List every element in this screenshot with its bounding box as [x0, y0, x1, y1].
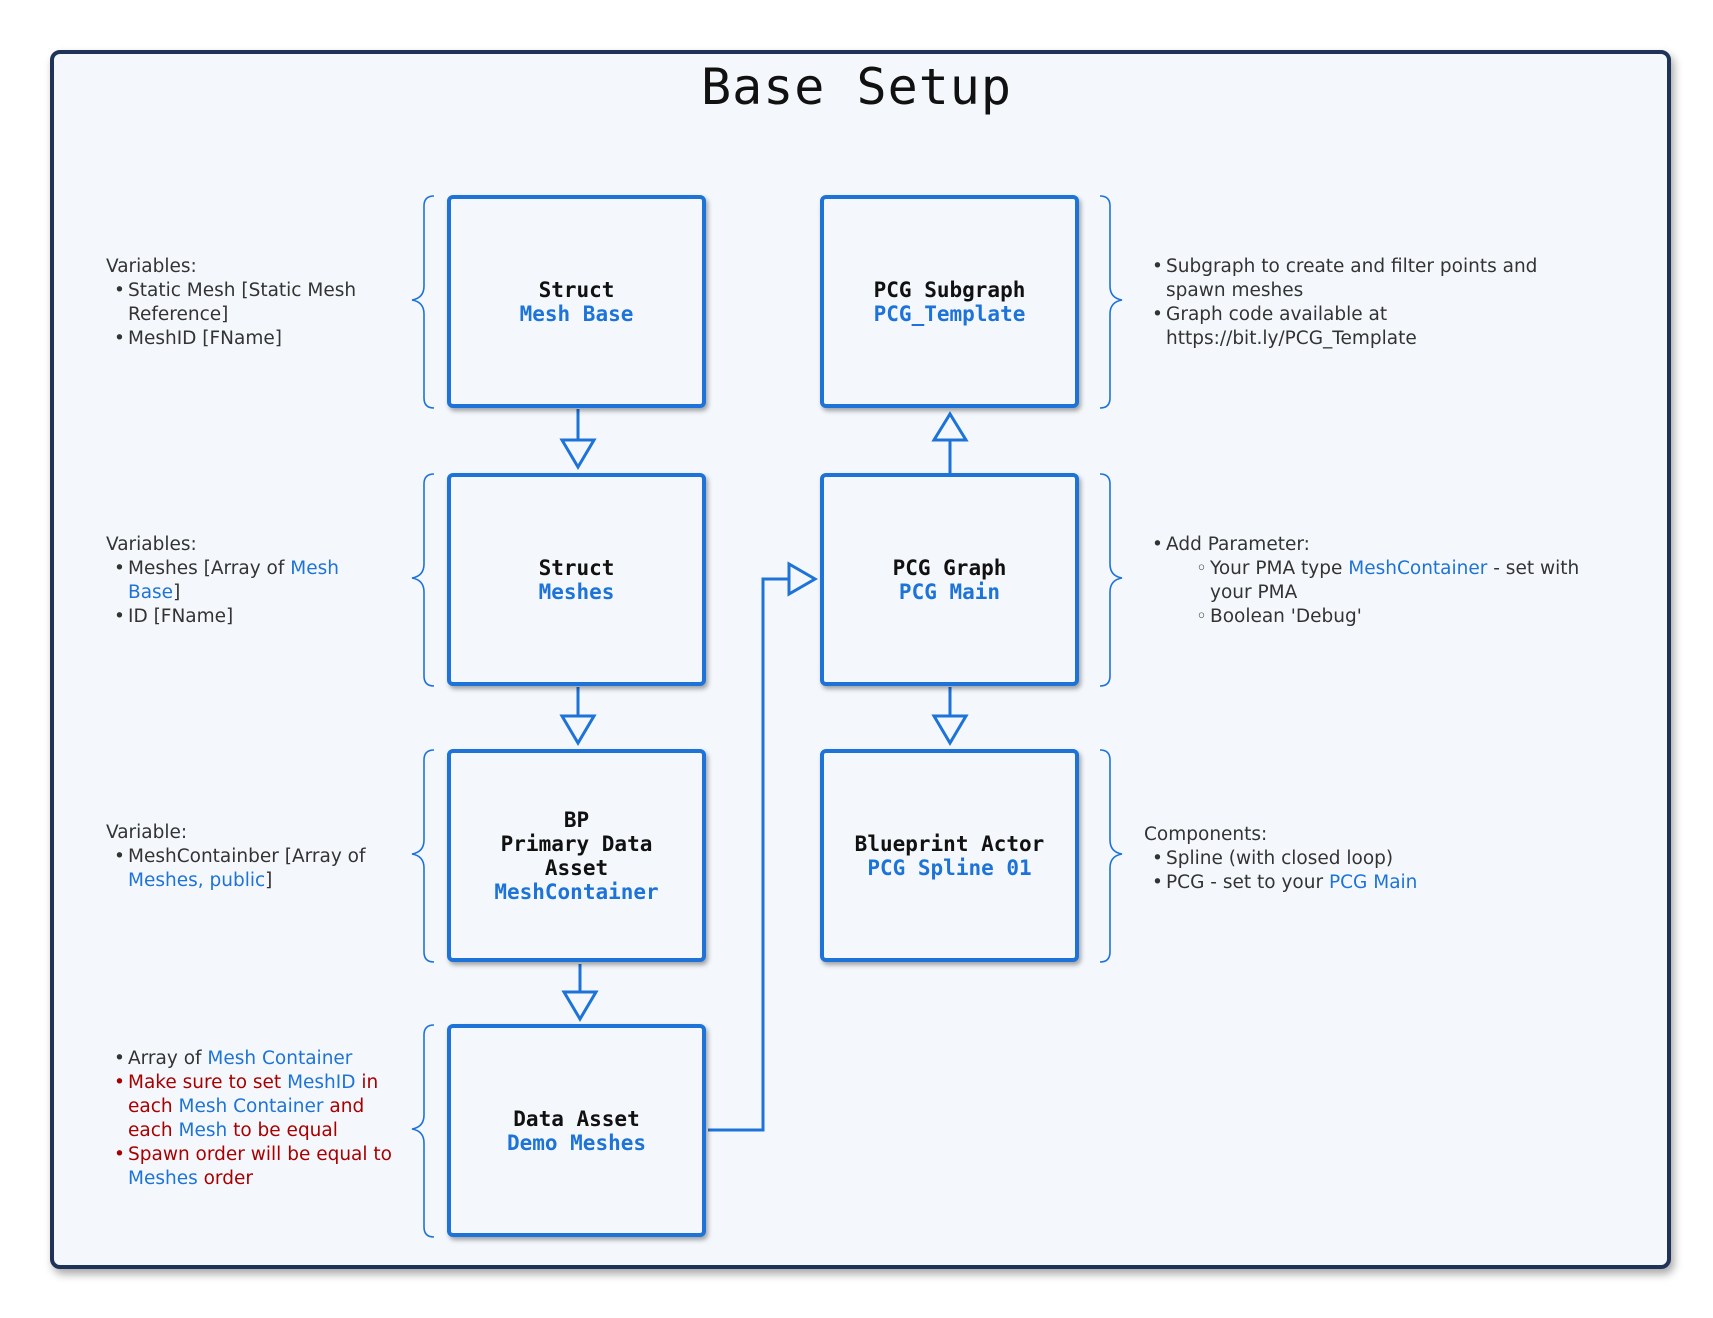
note-meshes: Variables: Meshes [Array of Mesh Base] I…	[106, 533, 396, 629]
note-item: MeshID [FName]	[106, 327, 396, 351]
box-asset-name: PCG_Template	[873, 301, 1026, 326]
note-subitem: Boolean 'Debug'	[1188, 605, 1624, 629]
box-asset-name: PCG Main	[898, 579, 1001, 604]
brace-left-4	[411, 1024, 435, 1238]
box-type-label: Asset	[544, 855, 609, 880]
note-item: Spline (with closed loop)	[1144, 847, 1594, 871]
brace-left-3	[411, 749, 435, 963]
box-pcg-subgraph[interactable]: PCG Subgraph PCG_Template	[820, 195, 1079, 408]
note-pcg-graph: Add Parameter: Your PMA type MeshContain…	[1144, 533, 1624, 629]
note-item: ID [FName]	[106, 605, 396, 629]
box-struct-meshes[interactable]: Struct Meshes	[447, 473, 706, 686]
box-struct-mesh-base[interactable]: Struct Mesh Base	[447, 195, 706, 408]
box-asset-name: Meshes	[538, 579, 615, 604]
box-asset-name: Mesh Base	[519, 301, 634, 326]
note-item: Meshes [Array of Mesh Base]	[106, 557, 396, 605]
arrowhead-down-2	[559, 714, 597, 746]
note-subgraph: Subgraph to create and filter points and…	[1144, 255, 1594, 351]
arrowhead-right	[787, 561, 819, 597]
brace-right-2	[1099, 473, 1123, 687]
note-mesh-container: Variable: MeshContainber [Array of Meshe…	[106, 821, 406, 893]
note-subitem: Your PMA type MeshContainer - set with y…	[1188, 557, 1624, 605]
note-blueprint: Components: Spline (with closed loop) PC…	[1144, 823, 1594, 895]
brace-left-1	[411, 195, 435, 409]
note-item: MeshContainber [Array of Meshes, public]	[106, 845, 406, 893]
box-type-label: Primary Data	[500, 831, 653, 856]
note-data-asset: Array of Mesh Container Make sure to set…	[106, 1047, 396, 1191]
box-asset-name: MeshContainer	[494, 879, 659, 904]
box-type-label: PCG Graph	[892, 555, 1007, 580]
note-heading: Variables:	[106, 534, 197, 555]
note-item: Graph code available at https://bit.ly/P…	[1144, 303, 1594, 351]
box-type-label: BP	[563, 807, 590, 832]
note-heading: Variable:	[106, 822, 188, 843]
box-bp-primary-data-asset[interactable]: BP Primary Data Asset MeshContainer	[447, 749, 706, 962]
brace-left-2	[411, 473, 435, 687]
note-item: PCG - set to your PCG Main	[1144, 871, 1594, 895]
box-asset-name: PCG Spline 01	[867, 855, 1032, 880]
note-heading: Variables:	[106, 256, 197, 277]
note-item: Array of Mesh Container	[106, 1047, 396, 1071]
arrow-data-asset-to-pcg-graph	[708, 577, 789, 1132]
brace-right-1	[1099, 195, 1123, 409]
box-type-label: Struct	[538, 555, 615, 580]
arrowhead-up	[931, 411, 969, 442]
box-blueprint-actor[interactable]: Blueprint Actor PCG Spline 01	[820, 749, 1079, 962]
note-item: Add Parameter: Your PMA type MeshContain…	[1144, 533, 1624, 629]
arrowhead-down-4	[931, 714, 969, 746]
page-title: Base Setup	[700, 58, 1013, 116]
note-item: Static Mesh [Static Mesh Reference]	[106, 279, 396, 327]
note-mesh-base: Variables: Static Mesh [Static Mesh Refe…	[106, 255, 396, 351]
note-warning-item: Make sure to set MeshID in each Mesh Con…	[106, 1071, 396, 1143]
box-pcg-graph[interactable]: PCG Graph PCG Main	[820, 473, 1079, 686]
arrowhead-down-1	[559, 438, 597, 470]
note-item: Subgraph to create and filter points and…	[1144, 255, 1594, 303]
box-data-asset[interactable]: Data Asset Demo Meshes	[447, 1024, 706, 1237]
box-type-label: PCG Subgraph	[873, 277, 1026, 302]
box-type-label: Data Asset	[513, 1106, 640, 1131]
box-type-label: Blueprint Actor	[854, 831, 1045, 856]
brace-right-3	[1099, 749, 1123, 963]
note-warning-item: Spawn order will be equal to Meshes orde…	[106, 1143, 396, 1191]
box-type-label: Struct	[538, 277, 615, 302]
box-asset-name: Demo Meshes	[506, 1130, 647, 1155]
note-heading: Components:	[1144, 824, 1268, 845]
arrowhead-down-3	[561, 990, 599, 1022]
